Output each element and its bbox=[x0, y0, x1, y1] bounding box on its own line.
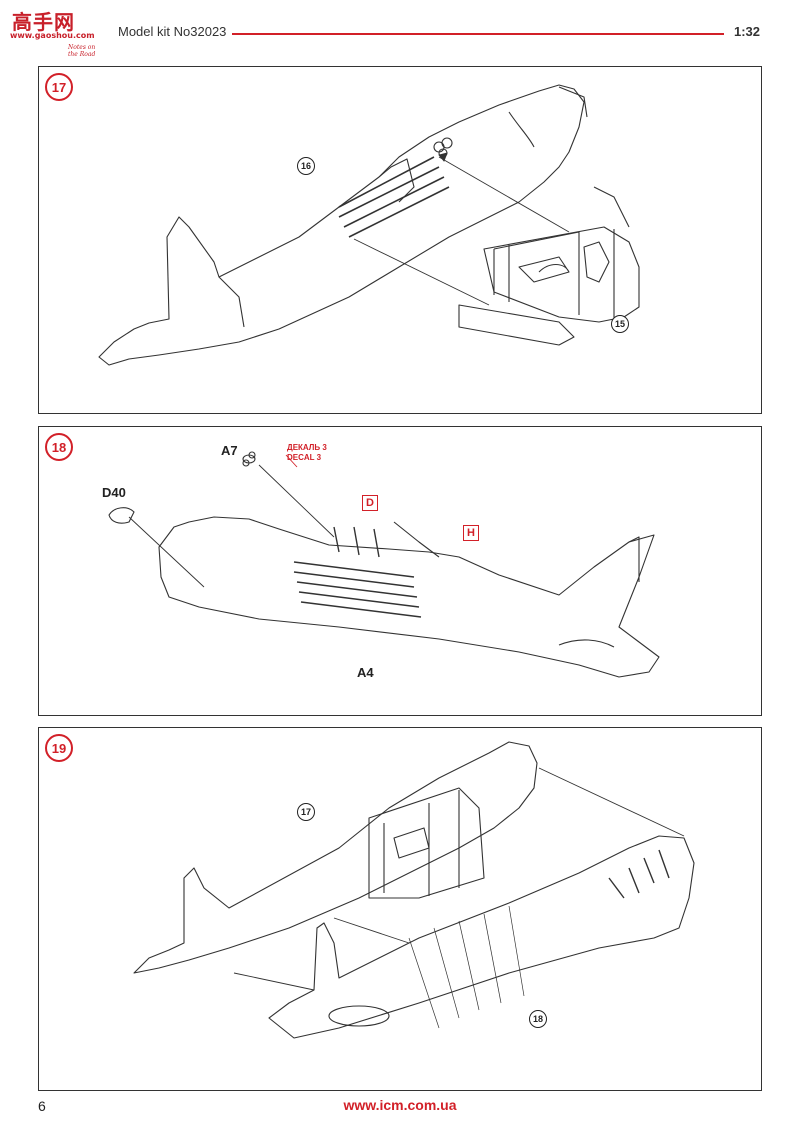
guide-arrowhead bbox=[438, 152, 448, 162]
decal-line-ru: ДЕКАЛЬ 3 bbox=[287, 443, 327, 452]
step-number-badge: 18 bbox=[45, 433, 73, 461]
cockpit-seat bbox=[393, 827, 430, 859]
part-A7-hole-2 bbox=[242, 459, 250, 467]
cockpit-floor-plate bbox=[458, 304, 575, 346]
step-18-panel: 18 A7 ДЕКАЛЬ 3 DECAL 3 D40 D H A4 bbox=[38, 426, 762, 716]
footer-website: www.icm.com.ua bbox=[343, 1097, 457, 1113]
model-kit-title: Model kit No32023 bbox=[118, 24, 227, 39]
cockpit-assembly-outline bbox=[483, 226, 640, 323]
guide-line-D40 bbox=[128, 516, 205, 588]
canopy-frame bbox=[593, 186, 630, 228]
assembly-guide-line-1 bbox=[438, 156, 570, 233]
step-number-badge: 19 bbox=[45, 734, 73, 762]
part-label-D40: D40 bbox=[102, 485, 126, 500]
cockpit-coaming bbox=[333, 526, 380, 558]
logo-chinese-text: 高手网 bbox=[12, 10, 75, 34]
nose-ring bbox=[558, 86, 588, 118]
gun-muzzle-2 bbox=[441, 137, 453, 149]
ref-circle-18: 18 bbox=[529, 1010, 547, 1028]
cockpit-seat bbox=[518, 256, 570, 283]
part-label-A7: A7 bbox=[221, 443, 238, 458]
instrument-panel bbox=[583, 241, 610, 283]
ref-circle-16: 16 bbox=[297, 157, 315, 175]
step-17-panel: 17 16 15 bbox=[38, 66, 762, 414]
rudder-hinge bbox=[628, 536, 640, 582]
nose-cowl-panels bbox=[608, 849, 670, 899]
fin-root-line bbox=[218, 276, 245, 328]
fuselage-half-outline bbox=[158, 516, 660, 678]
part-label-A4: A4 bbox=[357, 665, 374, 680]
assembly-guide-line-3 bbox=[233, 972, 315, 991]
part-A7-hole-1 bbox=[248, 451, 256, 459]
paint-code-H: H bbox=[463, 525, 479, 541]
header-divider bbox=[232, 33, 724, 35]
tailwheel-bay bbox=[558, 639, 615, 648]
cockpit-opening bbox=[378, 158, 415, 203]
ref-circle-15: 15 bbox=[611, 315, 629, 333]
canopy-rail bbox=[393, 521, 440, 558]
cockpit-assembly-outline bbox=[368, 787, 485, 899]
step-18-drawing bbox=[108, 451, 660, 678]
fuselage-frame-lines bbox=[338, 156, 450, 238]
decal-callout: ДЕКАЛЬ 3 DECAL 3 bbox=[287, 443, 327, 463]
step-19-panel: 19 17 18 bbox=[38, 727, 762, 1091]
part-D40-shape bbox=[108, 507, 135, 524]
scale-label: 1:32 bbox=[734, 24, 761, 39]
fuselage-rib-lines bbox=[408, 905, 525, 1029]
fuselage-half-outline bbox=[98, 84, 585, 366]
logo-tagline: Notes on the Road bbox=[68, 44, 96, 58]
brand-logo: 高手网 www.gaoshou.com Notes on the Road bbox=[10, 6, 100, 58]
step-19-drawing bbox=[133, 741, 695, 1039]
nose-contour bbox=[508, 111, 535, 148]
step-number-badge: 17 bbox=[45, 73, 73, 101]
guide-line-A7 bbox=[258, 464, 335, 538]
cockpit-frame-struts bbox=[383, 790, 460, 896]
tailwheel-bay bbox=[328, 1005, 390, 1027]
page-number: 6 bbox=[38, 1098, 46, 1114]
step-17-drawing bbox=[98, 84, 640, 366]
cockpit-frame-struts bbox=[493, 229, 615, 319]
ref-circle-17: 17 bbox=[297, 803, 315, 821]
logo-site-text: www.gaoshou.com bbox=[10, 31, 95, 40]
paint-code-D: D bbox=[362, 495, 378, 511]
fuselage-frame-lines bbox=[293, 561, 422, 618]
right-fuselage-half-outline bbox=[268, 835, 695, 1039]
assembly-guide-line-2 bbox=[333, 917, 410, 944]
decal-leader-line bbox=[285, 454, 298, 468]
assembly-guide-line-1 bbox=[538, 767, 685, 837]
left-fuselage-half-outline bbox=[133, 741, 538, 974]
decal-line-en: DECAL 3 bbox=[287, 453, 322, 462]
assembly-guide-line-2 bbox=[353, 238, 490, 306]
page-header: 高手网 www.gaoshou.com Notes on the Road Mo… bbox=[0, 0, 800, 60]
